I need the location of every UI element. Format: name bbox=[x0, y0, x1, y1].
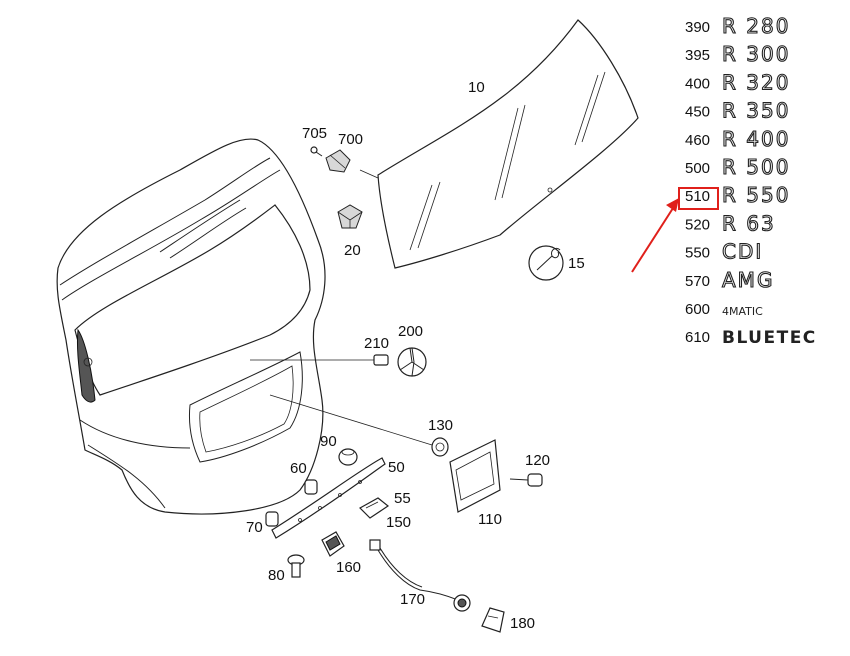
plate-light bbox=[359, 497, 390, 519]
badge-row: 570 AMG bbox=[685, 267, 774, 292]
badge-row: 450 R 350 bbox=[685, 98, 790, 123]
badge-row: 510 R 550 bbox=[685, 183, 790, 208]
highlight-annotation bbox=[631, 187, 719, 273]
callout-20: 20 bbox=[344, 242, 361, 259]
badge-label: R 550 bbox=[722, 183, 790, 207]
badge-number: 610 bbox=[685, 329, 710, 346]
badge-number: 520 bbox=[685, 216, 710, 233]
badge-row: 600 4MATIC bbox=[685, 301, 763, 318]
highlight-arrow bbox=[631, 204, 676, 273]
badge-row: 550 CDI bbox=[685, 239, 763, 264]
badge-label: R 320 bbox=[722, 70, 790, 94]
callout-200: 200 bbox=[398, 323, 423, 340]
badge-row: 610 BLUETEC bbox=[685, 328, 817, 348]
badge-label: R 350 bbox=[722, 99, 790, 123]
callout-80: 80 bbox=[268, 567, 285, 584]
callout-170: 170 bbox=[400, 591, 425, 608]
callout-110: 110 bbox=[478, 511, 502, 528]
badge-number: 390 bbox=[685, 19, 710, 36]
badge-label: R 400 bbox=[722, 127, 790, 151]
badge-list: 390 R 280 395 R 300 400 R 320 450 R 350 460 R 400… bbox=[685, 13, 817, 348]
callout-90: 90 bbox=[320, 433, 337, 450]
emblem-screw bbox=[250, 354, 389, 366]
screw-80 bbox=[287, 554, 305, 578]
badge-number: 510 bbox=[685, 188, 710, 205]
badge-label: AMG bbox=[722, 268, 774, 292]
highlight-box bbox=[678, 187, 719, 210]
badge-row: 460 R 400 bbox=[685, 126, 790, 151]
switch-160 bbox=[321, 531, 345, 557]
badge-row: 395 R 300 bbox=[685, 42, 790, 67]
clip-60 bbox=[304, 479, 318, 495]
trim-strip bbox=[271, 457, 386, 539]
highlight-arrowhead bbox=[666, 198, 679, 212]
cable-harness bbox=[369, 539, 471, 612]
badge-row: 390 R 280 bbox=[685, 13, 790, 38]
badge-number: 550 bbox=[685, 245, 710, 262]
badge-number: 600 bbox=[685, 301, 710, 318]
clip-700 bbox=[325, 149, 351, 173]
badge-number: 460 bbox=[685, 132, 710, 149]
badge-number: 400 bbox=[685, 75, 710, 92]
callout-210: 210 bbox=[364, 335, 389, 352]
callout-150: 150 bbox=[386, 514, 411, 531]
badge-number: 450 bbox=[685, 104, 710, 121]
badge-row: 500 R 500 bbox=[685, 154, 790, 179]
screw-705 bbox=[310, 146, 323, 157]
callout-120: 120 bbox=[525, 452, 550, 469]
clip-70 bbox=[265, 511, 279, 527]
tailgate bbox=[56, 138, 326, 515]
badge-number: 395 bbox=[685, 47, 710, 64]
badge-row: 400 R 320 bbox=[685, 70, 790, 95]
callout-160: 160 bbox=[336, 559, 361, 576]
bumper-pad bbox=[337, 204, 363, 229]
badge-number: 500 bbox=[685, 160, 710, 177]
badge-label: R 500 bbox=[722, 155, 790, 179]
callout-10: 10 bbox=[468, 79, 485, 96]
callout-70: 70 bbox=[246, 519, 263, 536]
callout-700: 700 bbox=[338, 131, 363, 148]
bracket-180 bbox=[481, 607, 505, 633]
callout-705: 705 bbox=[302, 125, 327, 142]
wrench-icon bbox=[528, 245, 564, 281]
callout-130: 130 bbox=[428, 417, 453, 434]
badge-row: 520 R 63 bbox=[685, 211, 776, 236]
callout-50: 50 bbox=[388, 459, 405, 476]
screw-120 bbox=[509, 473, 543, 487]
star-emblem bbox=[397, 347, 427, 377]
rear-window-glass bbox=[359, 19, 639, 269]
badge-label: R 63 bbox=[722, 211, 776, 235]
grommet-130 bbox=[269, 394, 449, 457]
callout-60: 60 bbox=[290, 460, 307, 477]
callout-55: 55 bbox=[394, 490, 411, 507]
grommet-90 bbox=[338, 448, 358, 466]
badge-label: BLUETEC bbox=[722, 328, 817, 348]
badge-label: CDI bbox=[722, 240, 763, 264]
callout-180: 180 bbox=[510, 615, 535, 632]
badge-label: R 280 bbox=[722, 14, 790, 38]
badge-number: 570 bbox=[685, 273, 710, 290]
badge-label: R 300 bbox=[722, 42, 790, 66]
badge-label: 4MATIC bbox=[722, 305, 763, 318]
plate-bracket bbox=[449, 439, 501, 513]
callout-15: 15 bbox=[568, 255, 585, 272]
